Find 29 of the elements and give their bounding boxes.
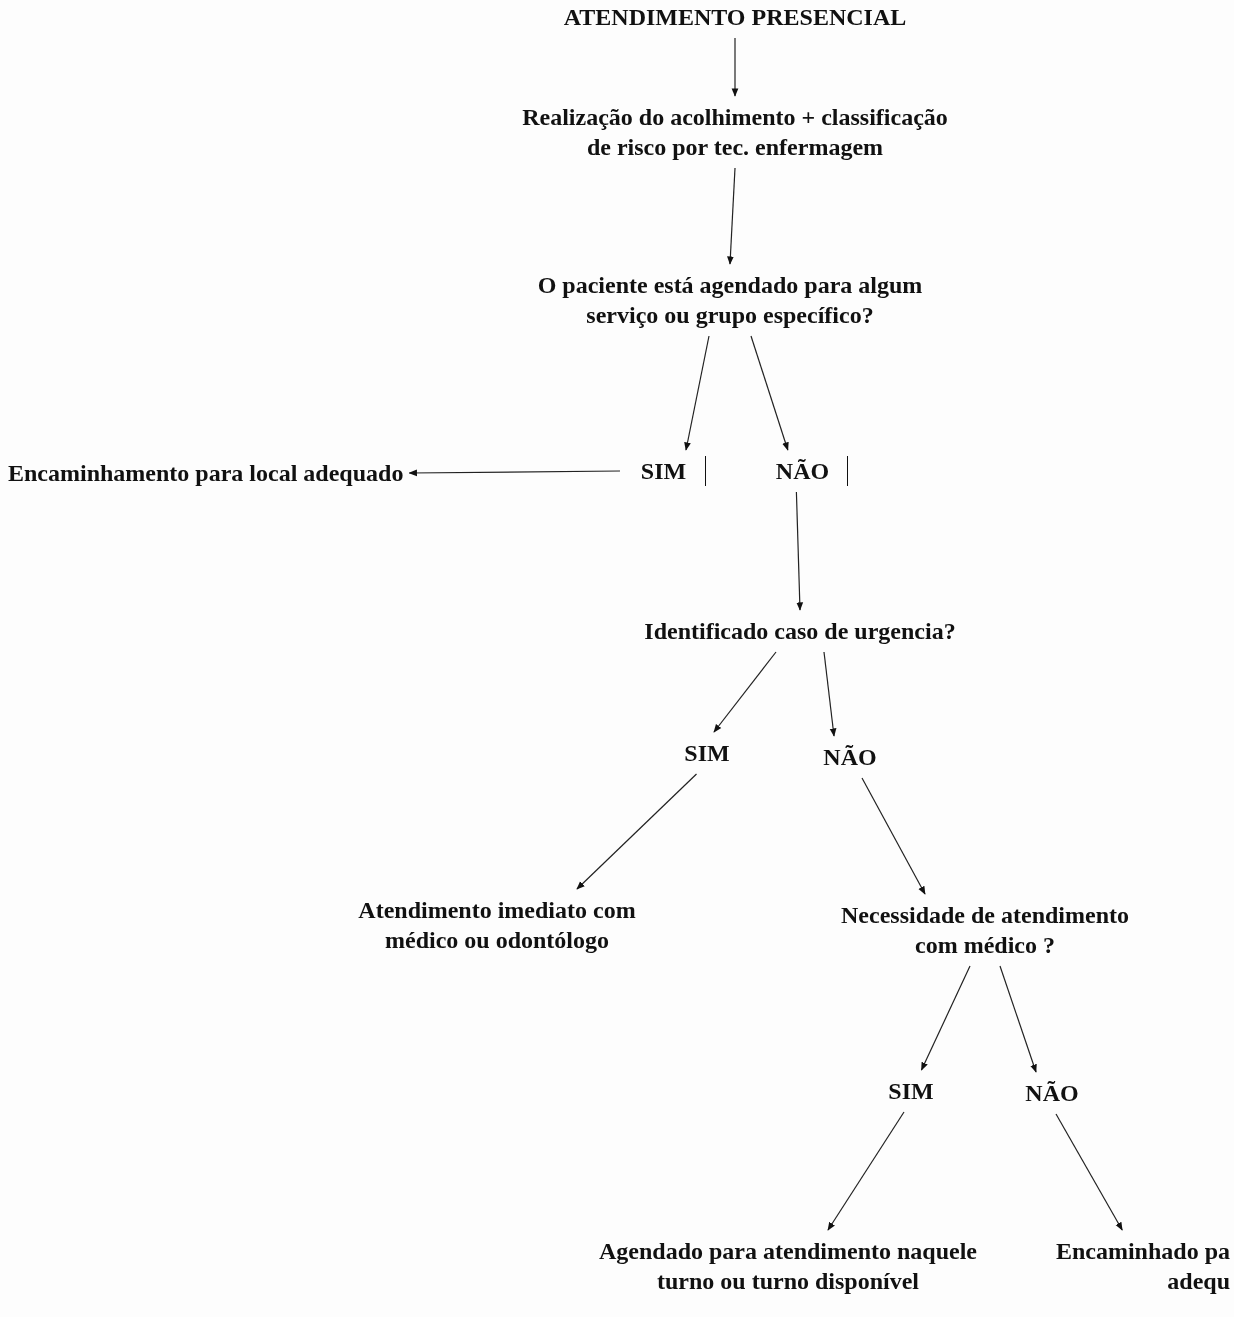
arrow [750,335,789,451]
arrow [576,773,698,890]
flow-step-text: SIM [626,456,706,486]
flow-step-text: Encaminhamento para local adequado [8,458,404,488]
flow-step-text: O paciente está agendado para algum serviço ou grupo específico? [520,270,940,330]
flow-step-text: SIM [672,738,742,768]
flow-step-text: ATENDIMENTO PRESENCIAL [480,2,990,32]
arrow [827,1111,905,1231]
arrow [1055,1113,1123,1231]
flow-step-text: Encaminhado pa adequ [1034,1236,1230,1296]
arrow [731,37,739,97]
arrow [684,335,710,451]
flow-step-text: Necessidade de atendimento com médico ? [835,900,1135,960]
arrow [408,469,621,477]
flow-step-text: NÃO [1012,1078,1092,1108]
flow-step-text: NÃO [810,742,890,772]
arrow [713,651,777,733]
flow-step-text: Realização do acolhimento + classificação de risco por tec. enfermagem [510,102,960,162]
arrow [999,965,1037,1073]
flow-step-text: SIM [876,1076,946,1106]
flow-step-text: Atendimento imediato com médico ou odontólogo [337,895,657,955]
flow-step-text: NÃO [762,456,848,486]
arrow [823,651,837,737]
arrow [920,965,971,1071]
arrow [795,491,804,611]
flow-step-text: Agendado para atendimento naquele turno ou turno disponível [588,1236,988,1296]
arrow [727,167,736,265]
arrow [861,777,926,895]
flow-step-text: Identificado caso de urgencia? [560,616,1040,646]
